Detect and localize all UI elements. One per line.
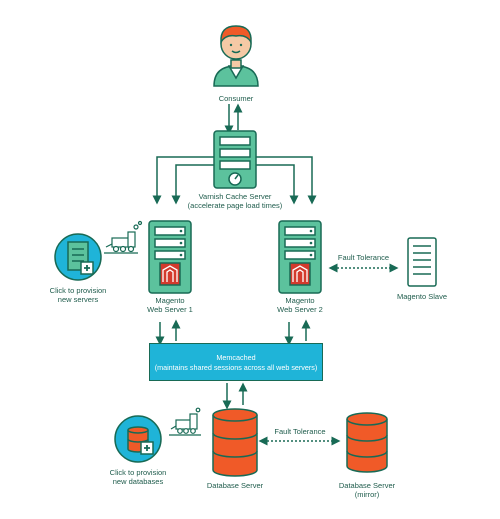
provision-databases-label: Click to provision new databases (98, 468, 178, 487)
varnish-label-line2: (accelerate page load times) (187, 201, 283, 211)
fault-tolerance-links (258, 263, 399, 446)
web-server-2-label: Magento Web Server 2 (260, 296, 340, 315)
fault-tolerance-label-db: Fault Tolerance (270, 427, 330, 436)
consumer-label-text: Consumer (218, 94, 254, 103)
train-icon (104, 220, 143, 254)
fault-tolerance-label-web: Fault Tolerance (333, 253, 394, 262)
memcached-bar[interactable]: Memcached (maintains shared sessions acr… (149, 343, 323, 381)
provision-databases-label-line2: new databases (112, 477, 164, 487)
web-server-1-icon[interactable] (148, 220, 192, 294)
provision-servers-icon[interactable] (54, 233, 102, 281)
connector-lines (152, 103, 317, 410)
train-icon (169, 407, 201, 436)
provision-databases-label-line1: Click to provision (109, 468, 167, 477)
consumer-label: Consumer (206, 94, 266, 103)
web-server-1-label-line1: Magento (155, 296, 185, 305)
provision-servers-label: Click to provision new servers (38, 286, 118, 305)
magento-slave-label: Magento Slave (387, 292, 457, 301)
database-mirror-label-line2: (mirror) (354, 490, 380, 500)
varnish-label-line1: Varnish Cache Server (198, 192, 272, 201)
database-server-label-text: Database Server (206, 481, 264, 490)
database-server-icon[interactable] (212, 408, 258, 477)
provision-servers-label-line1: Click to provision (49, 286, 107, 295)
web-server-2-leds (309, 229, 313, 257)
fault-tolerance-web-text: Fault Tolerance (337, 253, 390, 262)
database-mirror-label-line1: Database Server (338, 481, 396, 490)
database-server-label: Database Server (195, 481, 275, 490)
web-server-2-icon[interactable] (278, 220, 322, 294)
memcached-subtitle: (maintains shared sessions across all we… (154, 362, 318, 372)
web-server-2-label-line2: Web Server 2 (277, 305, 323, 315)
web-server-1-label: Magento Web Server 1 (130, 296, 210, 315)
magento-slave-label-text: Magento Slave (396, 292, 448, 301)
web-server-1-leds (179, 229, 183, 257)
fault-tolerance-db-text: Fault Tolerance (274, 427, 326, 436)
magento-slave-server-icon[interactable] (407, 237, 437, 287)
database-mirror-icon[interactable] (346, 412, 388, 473)
database-mirror-label: Database Server (mirror) (327, 481, 407, 500)
consumer-icon[interactable] (213, 25, 259, 87)
varnish-server-icon[interactable] (213, 130, 257, 189)
web-server-1-label-line2: Web Server 1 (147, 305, 193, 315)
provision-servers-label-line2: new servers (57, 295, 99, 305)
provision-databases-icon[interactable] (114, 415, 162, 463)
web-server-2-label-line1: Magento (285, 296, 315, 305)
varnish-label: Varnish Cache Server (accelerate page lo… (175, 192, 295, 211)
memcached-title: Memcached (216, 353, 256, 362)
